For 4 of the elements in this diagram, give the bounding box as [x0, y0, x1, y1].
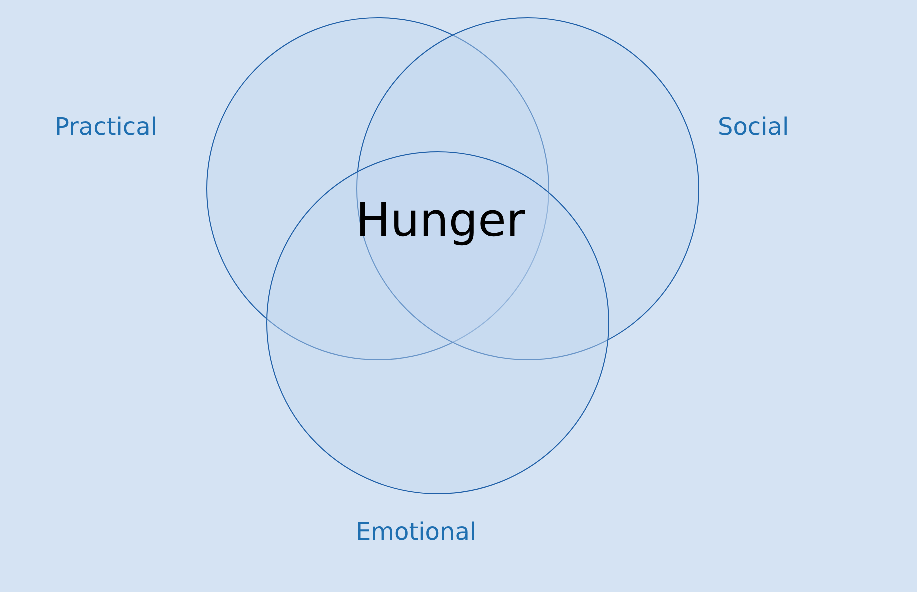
- circle-label: Social: [718, 112, 790, 142]
- circle-label: Practical: [55, 112, 158, 142]
- circle-label: Emotional: [356, 517, 477, 547]
- center-label: Hunger: [356, 193, 526, 247]
